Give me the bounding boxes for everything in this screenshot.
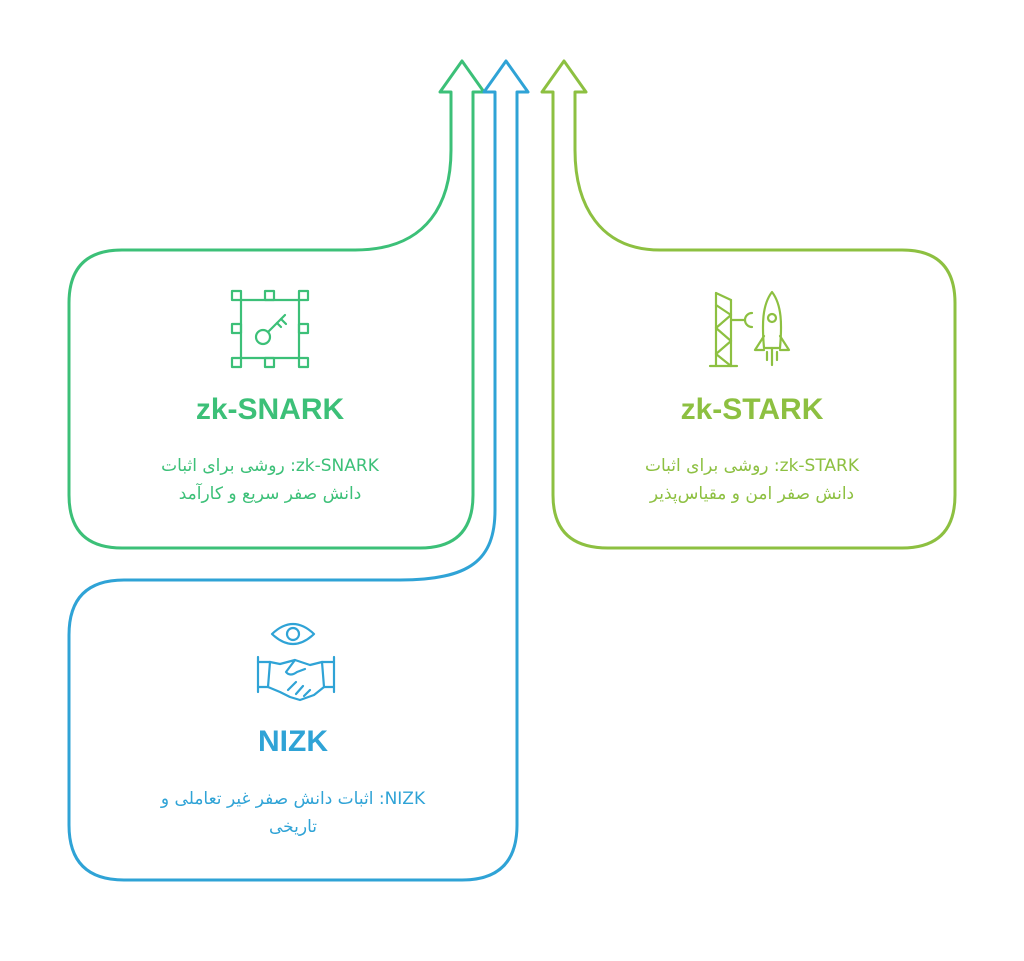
snark-card-outline: [67, 59, 486, 550]
nizk-desc-line-1: NIZK: اثبات دانش صفر غیر تعاملی و: [160, 789, 426, 809]
stark-card-title: zk-STARK: [680, 393, 824, 426]
snark-desc-line-1: zk-SNARK: روشی برای اثبات: [161, 456, 379, 476]
eye-handshake-icon: [256, 622, 336, 702]
stark-desc-line-1: zk-STARK: روشی برای اثبات: [644, 456, 860, 476]
snark-card-title: zk-SNARK: [195, 393, 345, 426]
nizk-card-description: NIZK: اثبات دانش صفر غیر تعاملی و تاریخی: [108, 785, 478, 841]
stark-card-description: zk-STARK: روشی برای اثبات دانش صفر امن و…: [577, 452, 927, 508]
stark-desc-line-2: دانش صفر امن و مقیاس‌پذیر: [649, 484, 855, 504]
snark-desc-line-2: دانش صفر سریع و کارآمد: [178, 484, 362, 504]
nizk-desc-line-2: تاریخی: [269, 817, 317, 837]
nizk-card-title: NIZK: [258, 725, 328, 758]
key-in-frame-icon: [230, 289, 310, 369]
rocket-launch-tower-icon: [708, 290, 791, 368]
snark-card-description: zk-SNARK: روشی برای اثبات دانش صفر سریع …: [95, 452, 445, 508]
stark-card-outline: [540, 59, 957, 550]
nizk-card-outline: [67, 59, 530, 882]
